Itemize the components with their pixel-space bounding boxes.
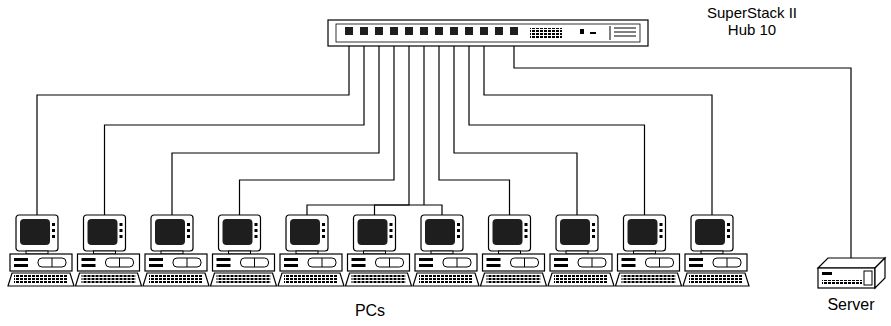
network-cable bbox=[514, 46, 851, 258]
pc-icon bbox=[143, 215, 209, 286]
hub-port bbox=[465, 27, 473, 35]
hub-port bbox=[390, 27, 398, 35]
hub-port bbox=[435, 27, 443, 35]
network-cable bbox=[105, 46, 365, 215]
server-device: Server bbox=[815, 256, 887, 290]
pc-icon bbox=[548, 215, 614, 286]
network-cable bbox=[375, 46, 443, 215]
hub-port bbox=[420, 27, 428, 35]
pc-icon bbox=[278, 215, 344, 286]
hub-port bbox=[360, 27, 368, 35]
pc-icon bbox=[616, 215, 682, 286]
network-cable bbox=[240, 46, 395, 215]
network-cable bbox=[439, 46, 510, 215]
hub-port bbox=[375, 27, 383, 35]
hub-device: SuperStack II Hub 10 bbox=[328, 20, 648, 46]
group-label: PCs bbox=[330, 302, 410, 319]
hub-port bbox=[480, 27, 488, 35]
network-cable bbox=[37, 46, 349, 215]
pc-icon bbox=[8, 215, 74, 286]
pc-icon bbox=[346, 215, 412, 286]
hub-port bbox=[450, 27, 458, 35]
network-cable bbox=[469, 46, 645, 215]
pc-icon bbox=[481, 215, 547, 286]
network-cable bbox=[454, 46, 577, 215]
hub-port bbox=[405, 27, 413, 35]
device-label: Server bbox=[805, 296, 891, 313]
pc-icon bbox=[76, 215, 142, 286]
network-cable bbox=[484, 46, 712, 215]
pc-icon bbox=[683, 215, 749, 286]
network-cable bbox=[307, 46, 409, 215]
pc-icon bbox=[211, 215, 277, 286]
hub-port bbox=[510, 27, 518, 35]
hub-port bbox=[345, 27, 353, 35]
hub-port bbox=[495, 27, 503, 35]
network-cable bbox=[172, 46, 379, 215]
pc-icon bbox=[413, 215, 479, 286]
device-label: SuperStack II Hub 10 bbox=[700, 4, 804, 38]
